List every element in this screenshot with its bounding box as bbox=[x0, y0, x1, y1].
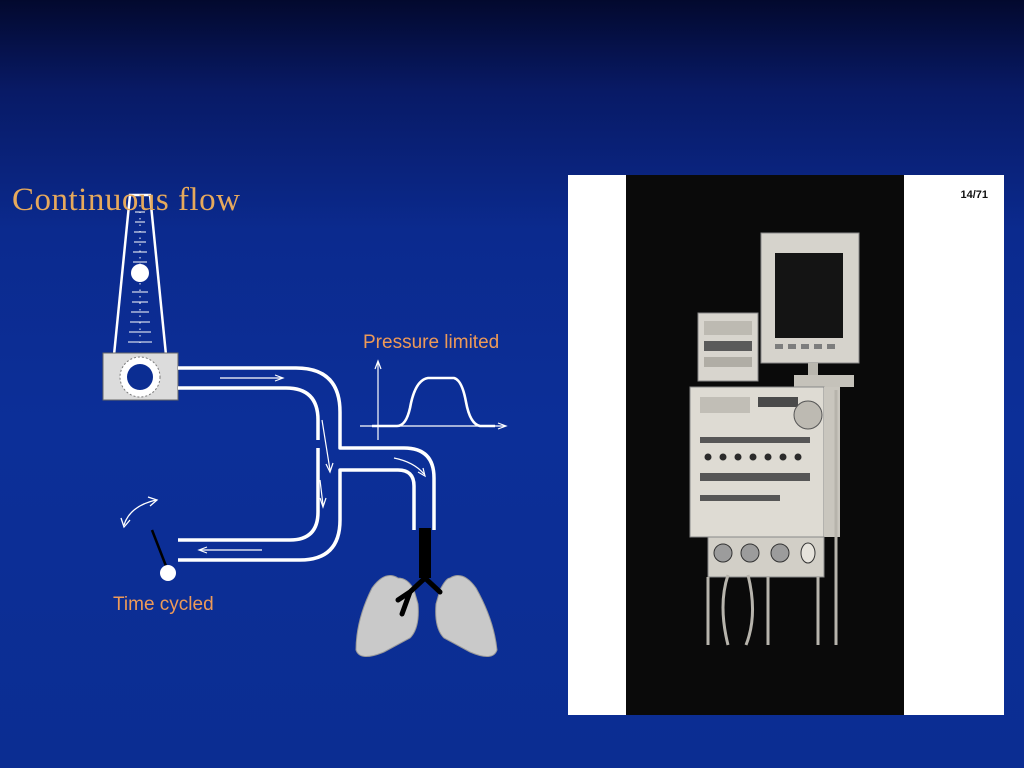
ventilator-photo: 14/71 bbox=[568, 175, 1004, 715]
time-cycled-label: Time cycled bbox=[113, 594, 214, 616]
lungs-icon bbox=[356, 576, 497, 657]
circuit-tubing bbox=[178, 368, 434, 560]
pressure-waveform-icon bbox=[360, 361, 506, 440]
flowmeter-icon bbox=[114, 195, 166, 355]
ventilator-machine-image bbox=[568, 175, 1004, 715]
upper-module-icon bbox=[698, 313, 758, 381]
curved-arrows-icon bbox=[121, 497, 157, 527]
endotracheal-tube-icon bbox=[398, 528, 440, 614]
pressure-limited-label: Pressure limited bbox=[363, 332, 499, 354]
timer-dial-icon bbox=[152, 530, 176, 581]
arrow-left-icon bbox=[199, 547, 262, 553]
monitor-icon bbox=[761, 233, 859, 363]
lower-panel-icon bbox=[708, 537, 824, 577]
arrow-down-icon bbox=[320, 420, 425, 507]
slide-title: Continuous flow bbox=[12, 182, 240, 219]
arrow-right-icon bbox=[220, 375, 283, 381]
flow-valve-icon bbox=[103, 353, 178, 400]
ventilator-body-icon bbox=[690, 387, 840, 537]
